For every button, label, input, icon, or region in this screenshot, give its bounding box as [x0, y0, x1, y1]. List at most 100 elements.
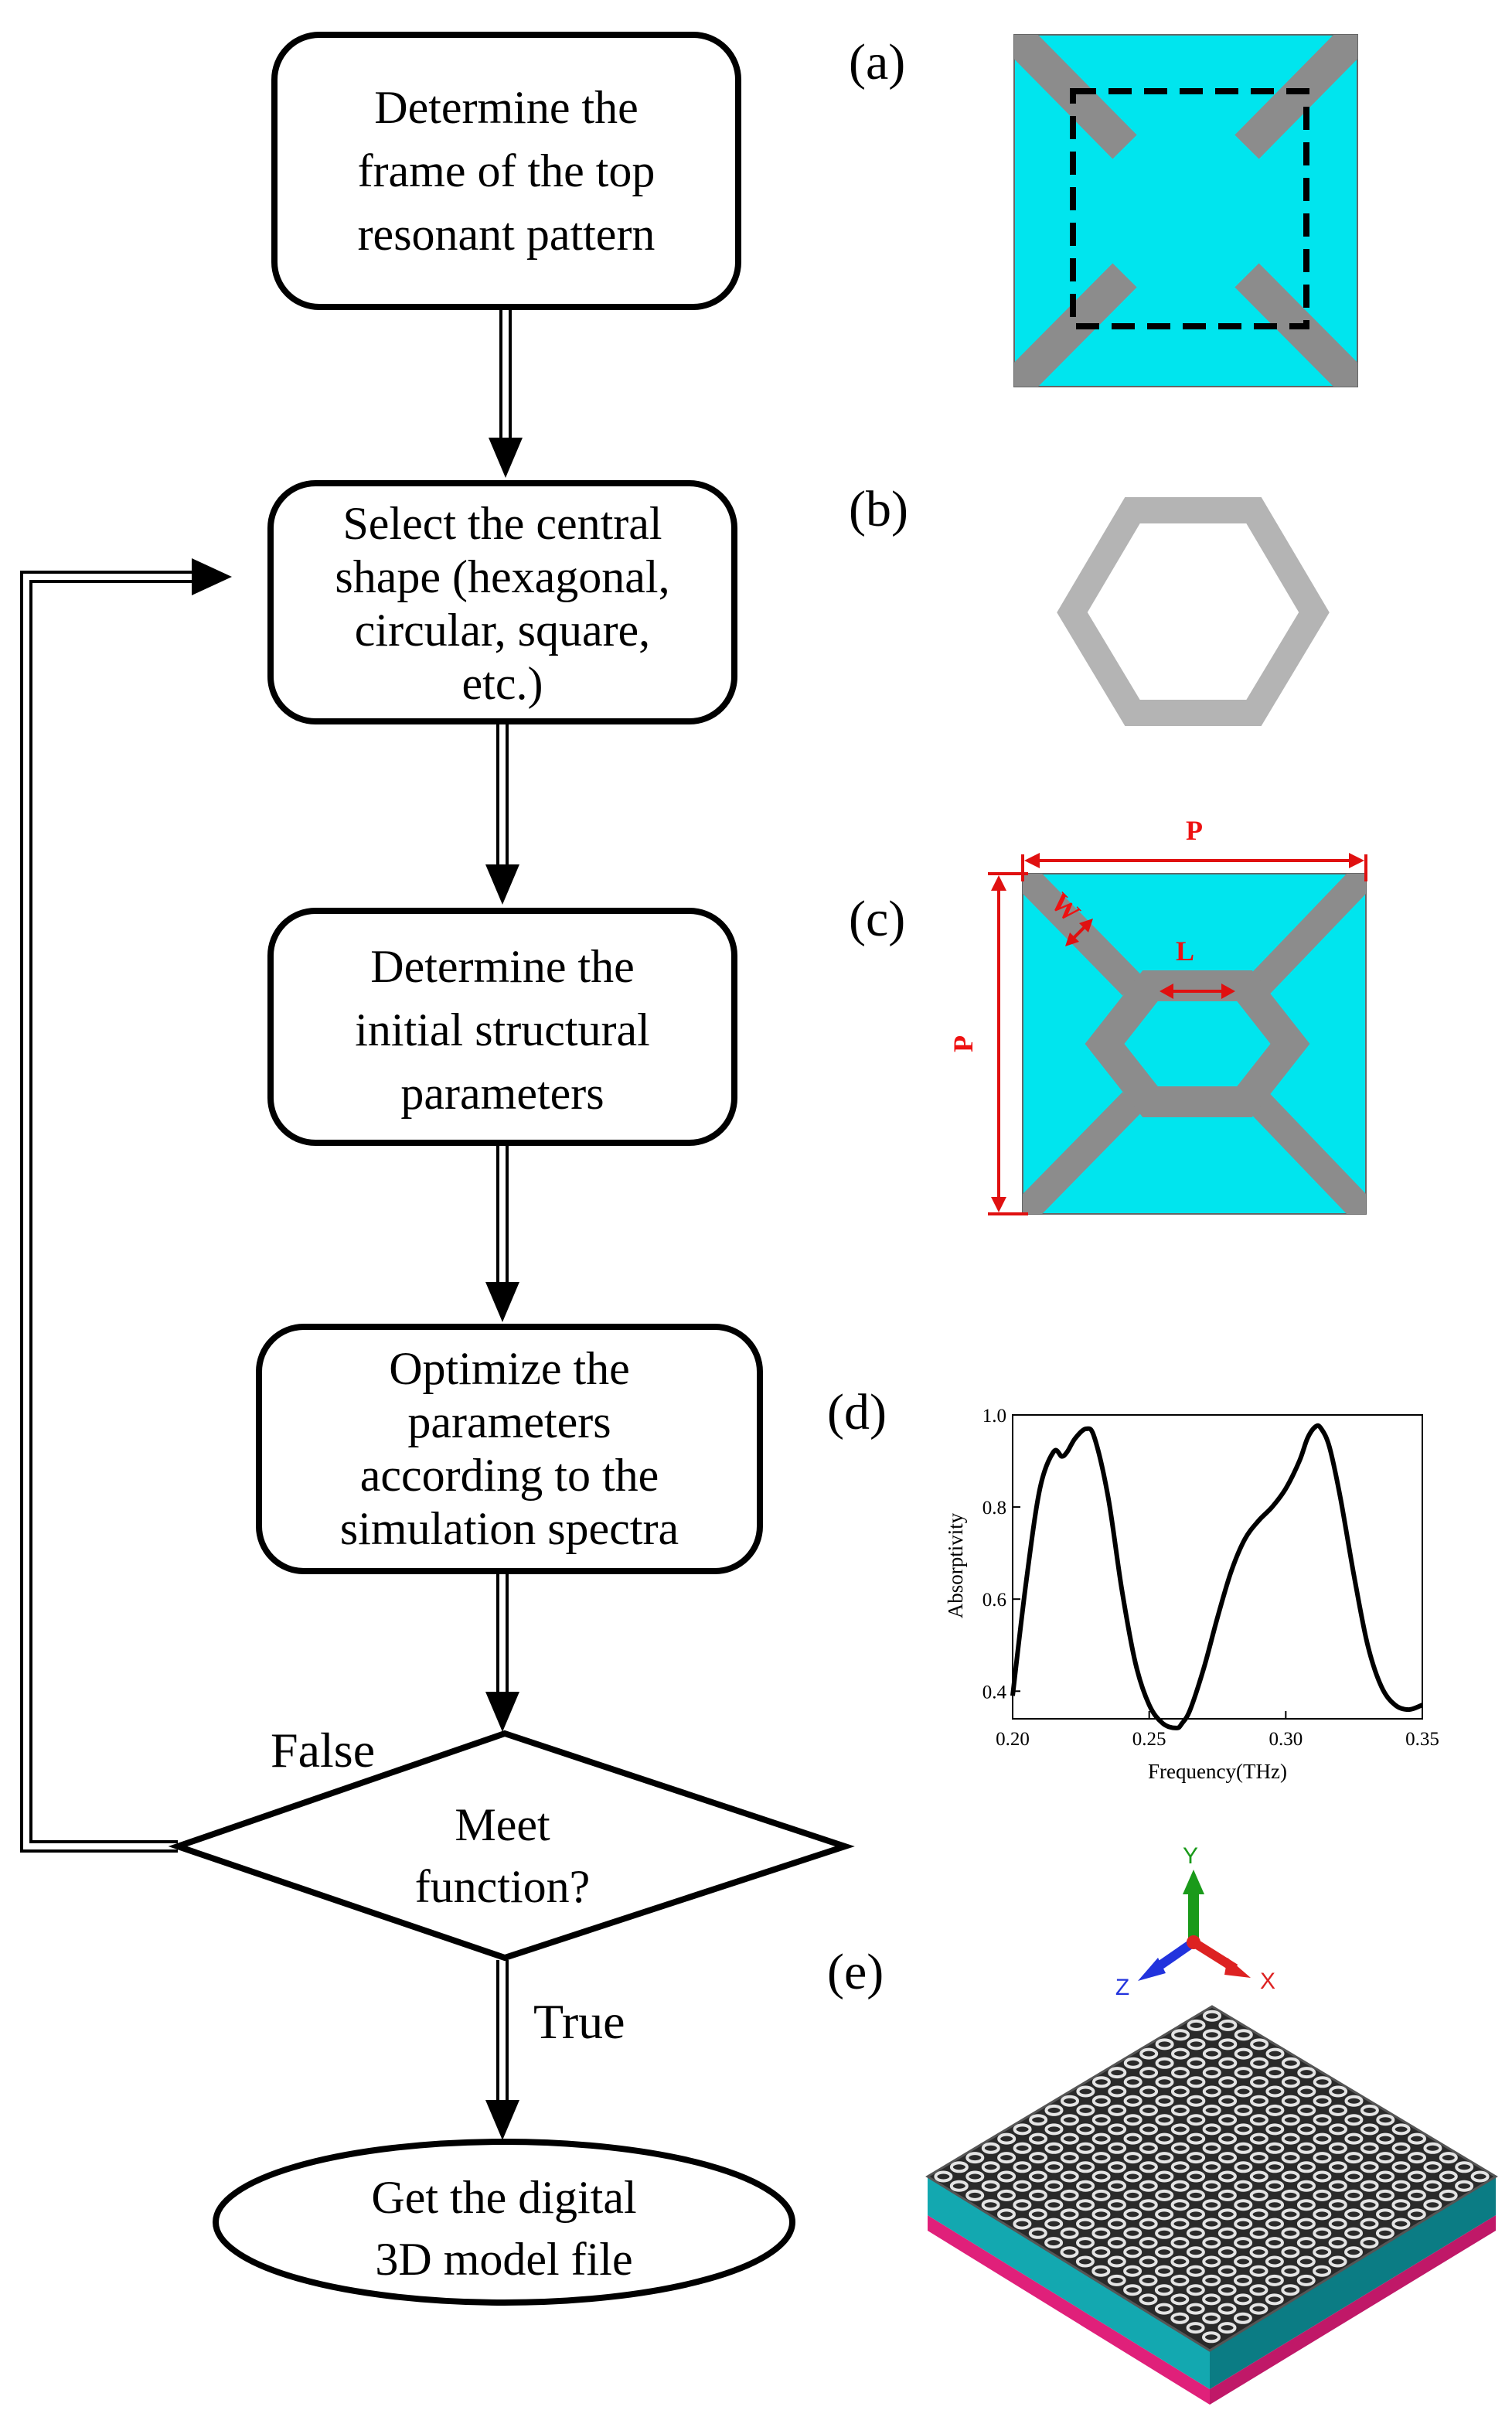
- chart-plot-frame: [1012, 1414, 1423, 1720]
- lattice-cell: [1249, 2265, 1269, 2277]
- lattice-cell: [1391, 2123, 1411, 2136]
- lattice-cell: [1234, 2142, 1253, 2154]
- lattice-cell: [1376, 2152, 1395, 2164]
- lattice-cell: [1013, 2180, 1032, 2192]
- lattice-cell: [1170, 2218, 1190, 2230]
- lattice-cell: [1187, 2019, 1206, 2031]
- panel-c-label: (c): [849, 891, 905, 947]
- lattice-cell: [1265, 2142, 1285, 2154]
- lattice-cell: [1360, 2218, 1379, 2230]
- lattice-cell: [1107, 2255, 1126, 2268]
- lattice-cell: [997, 2170, 1017, 2183]
- lattice-cell: [1313, 2095, 1332, 2107]
- step-optimize-line-1: Optimize the: [389, 1343, 630, 1394]
- lattice-cell: [1155, 2227, 1174, 2239]
- lattice-cell: [1091, 2152, 1111, 2164]
- lattice-cell: [1203, 2010, 1221, 2022]
- lattice-cell: [1218, 2019, 1238, 2031]
- lattice-cell: [1139, 2142, 1158, 2154]
- lattice-cell: [1139, 2047, 1159, 2060]
- lattice-cell: [1376, 2170, 1395, 2183]
- panel-b-label: (b): [849, 481, 908, 537]
- slab-top-edge: [925, 2005, 1498, 2352]
- lattice-cell: [1075, 2255, 1095, 2268]
- chart-xtick-label: 0.20: [996, 1729, 1030, 1750]
- lattice-cell: [1328, 2199, 1347, 2211]
- lattice-cell: [1218, 2095, 1238, 2107]
- lattice-cell: [1408, 2132, 1426, 2145]
- lattice-cell: [1202, 2123, 1221, 2136]
- lattice-cell: [1439, 2189, 1458, 2201]
- lattice-cell: [1076, 2218, 1095, 2230]
- lattice-cell: [981, 2142, 1000, 2154]
- lattice-cell: [1060, 2208, 1079, 2221]
- lattice-cell: [1091, 2208, 1111, 2221]
- chart-xtick-label: 0.30: [1269, 1729, 1303, 1750]
- lattice-cell: [997, 2132, 1017, 2145]
- axis-z-label: Z: [1115, 1975, 1129, 2000]
- lattice-cell: [1296, 2274, 1316, 2286]
- lattice-cell: [1123, 2057, 1143, 2069]
- lattice-cell: [1170, 2161, 1190, 2173]
- lattice-cell: [1234, 2199, 1253, 2211]
- lattice-cell: [1187, 2095, 1206, 2107]
- lattice-cell: [1187, 2114, 1206, 2126]
- lattice-cell: [1108, 2123, 1127, 2136]
- connector-1-2: [489, 309, 523, 478]
- lattice-cell: [1344, 2170, 1364, 2183]
- lattice-cell: [1091, 2170, 1111, 2183]
- lattice-cell: [1296, 2237, 1316, 2249]
- x-axis-arrow: [1224, 1958, 1251, 1978]
- lattice-cell: [1202, 2293, 1221, 2306]
- lattice-cell: [1265, 2047, 1285, 2060]
- lattice-cell: [1281, 2208, 1300, 2221]
- lattice-cell: [1313, 2189, 1332, 2201]
- lattice-cell: [1187, 2132, 1206, 2145]
- lattice-cell: [1391, 2142, 1411, 2154]
- lattice-cell: [1187, 2076, 1206, 2088]
- lattice-cell: [1139, 2067, 1159, 2079]
- lattice-cell: [1202, 2029, 1221, 2041]
- lattice-cell: [1391, 2218, 1411, 2230]
- lattice-cell: [1123, 2284, 1143, 2296]
- lattice-cell: [1265, 2255, 1284, 2268]
- lattice-cell: [1217, 2284, 1237, 2296]
- step-optimize-box: [256, 1324, 763, 1574]
- panel-a-dashed-frame: [1070, 88, 1309, 329]
- chart-ytick-label: 0.6: [982, 1590, 1006, 1611]
- panel-e: (e) Y Z X: [827, 1843, 1498, 2405]
- lattice-cell: [1249, 2208, 1269, 2221]
- lattice-cell: [1013, 2218, 1032, 2230]
- lattice-cell: [1265, 2067, 1285, 2079]
- lattice-cell: [1375, 2227, 1395, 2239]
- lattice-cell: [1249, 2132, 1269, 2145]
- lattice-cell: [1234, 2161, 1253, 2173]
- lattice-cell: [1123, 2132, 1143, 2145]
- lattice-cell: [1233, 2312, 1252, 2324]
- lattice-cell: [1329, 2085, 1348, 2098]
- lattice-cell: [1187, 2038, 1206, 2051]
- lattice-cell: [1234, 2218, 1253, 2230]
- lattice-cell: [1123, 2076, 1143, 2088]
- lattice-cell: [1060, 2114, 1079, 2126]
- lattice-cell: [1107, 2199, 1126, 2211]
- lattice-cell: [1187, 2152, 1206, 2164]
- connector-decision-end: [485, 1960, 519, 2140]
- lattice-cell: [1187, 2208, 1205, 2221]
- lattice-cell: [1155, 2038, 1174, 2051]
- lattice-cell: [1107, 2274, 1126, 2286]
- lattice-cell: [1455, 2180, 1474, 2192]
- lattice-cell: [1313, 2227, 1332, 2239]
- lattice-cell: [1439, 2152, 1458, 2164]
- lattice-cell: [1202, 2067, 1221, 2079]
- end-ellipse: [213, 2139, 795, 2306]
- lattice-cell: [1139, 2274, 1158, 2286]
- lattice-cell: [1376, 2189, 1395, 2201]
- lattice-cell: [1218, 2038, 1238, 2051]
- lattice-cell: [1297, 2142, 1316, 2154]
- lattice-cell: [1202, 2199, 1221, 2211]
- lattice-cell: [1234, 2029, 1253, 2041]
- lattice-cell: [1297, 2067, 1316, 2079]
- step-optimize-line-4: simulation spectra: [340, 1503, 679, 1554]
- lattice-cell: [1234, 2104, 1253, 2116]
